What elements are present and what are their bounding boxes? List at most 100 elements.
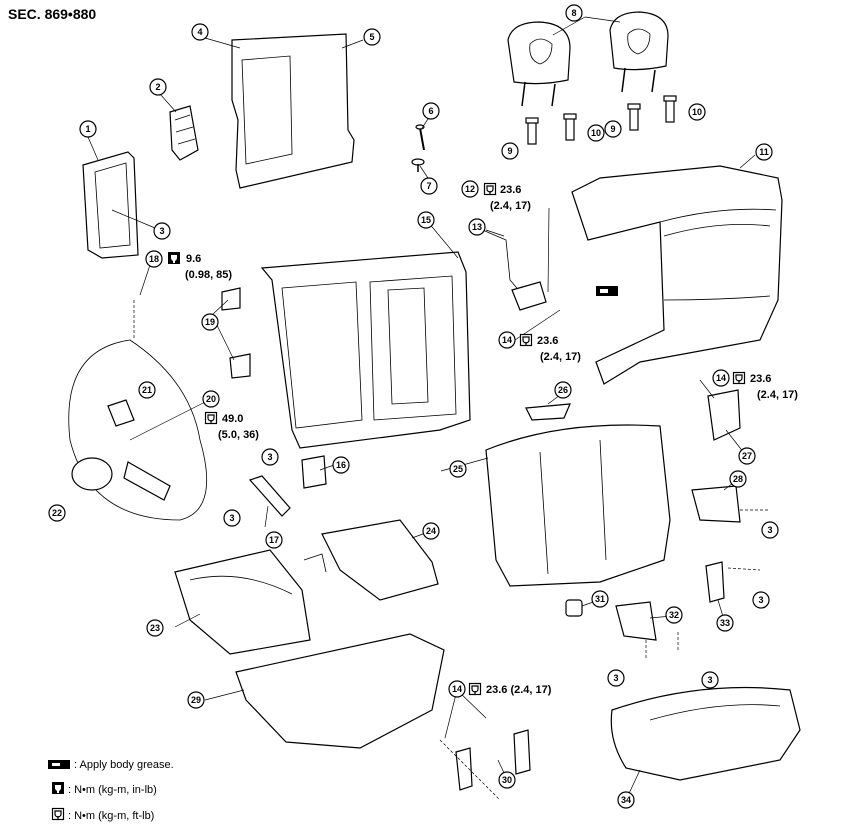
callout-31: 31 (591, 590, 609, 608)
svg-text:: Apply body grease.: : Apply body grease. (74, 759, 174, 771)
part-30-brackets (455, 729, 531, 791)
torque-spec-18: 9.6 (0.98, 85) (168, 252, 232, 281)
callout-21: 21 (138, 381, 156, 399)
svg-text:9: 9 (507, 146, 512, 156)
svg-text:20: 20 (206, 394, 216, 404)
callout-3: 3 (752, 591, 770, 609)
svg-text:3: 3 (707, 675, 712, 685)
svg-text:9: 9 (610, 124, 615, 134)
svg-text:3: 3 (758, 595, 763, 605)
svg-text:12: 12 (465, 184, 475, 194)
part-11-seatback-trim (571, 165, 783, 385)
legend: : Apply body grease. : N•m (kg-m, in-lb)… (48, 759, 174, 822)
torque-spec-14-upper: 23.6 (2.4, 17) (519, 333, 581, 363)
svg-text:11: 11 (759, 147, 769, 157)
part-1-side-finisher (82, 151, 139, 259)
callout-28: 28 (729, 470, 747, 488)
part-8-headrest-left (507, 21, 571, 107)
svg-text:24: 24 (426, 526, 436, 536)
svg-text:32: 32 (669, 610, 679, 620)
svg-text:23.6 (2.4, 17): 23.6 (2.4, 17) (486, 684, 552, 696)
part-27-hinge (707, 389, 741, 441)
callout-6: 6 (422, 102, 440, 120)
part-24-armrest (303, 519, 439, 601)
svg-text:25: 25 (453, 464, 463, 474)
torque-spec-12: 23.6 (2.4, 17) (483, 182, 531, 212)
callout-14: 14 (712, 369, 730, 387)
callout-5: 5 (363, 28, 381, 46)
callout-15: 15 (417, 211, 435, 229)
svg-text:5: 5 (369, 32, 374, 42)
svg-text:30: 30 (502, 775, 512, 785)
grease-icon (596, 286, 618, 296)
svg-text:27: 27 (742, 451, 752, 461)
part-7-clip (411, 158, 425, 172)
svg-text:23.6: 23.6 (500, 184, 521, 196)
svg-text:9.6: 9.6 (186, 253, 201, 265)
callout-3: 3 (261, 448, 279, 466)
part-25-seatback-cover (485, 424, 671, 587)
part-9-10-headrest-guides (525, 95, 677, 145)
callout-16: 16 (332, 456, 350, 474)
legend-torque-ft-lb: : N•m (kg-m, ft-lb) (51, 807, 154, 822)
callout-17: 17 (265, 531, 283, 549)
part-15-seatback-frame (260, 251, 471, 449)
callout-13: 13 (468, 218, 486, 236)
svg-text:19: 19 (205, 317, 215, 327)
callout-26: 26 (554, 381, 572, 399)
callout-30: 30 (498, 771, 516, 789)
callout-14: 14 (448, 680, 466, 698)
callout-9: 9 (604, 120, 622, 138)
torque-spec-14-lower: 23.6 (2.4, 17) (468, 682, 552, 696)
callout-32: 32 (665, 606, 683, 624)
part-19-brackets (221, 287, 251, 379)
svg-text:(2.4, 17): (2.4, 17) (757, 389, 798, 401)
svg-text:13: 13 (472, 222, 482, 232)
callout-29: 29 (187, 691, 205, 709)
callout-19: 19 (201, 313, 219, 331)
svg-text:4: 4 (197, 27, 202, 37)
legend-grease: : Apply body grease. (48, 759, 174, 771)
callout-3: 3 (153, 222, 171, 240)
svg-text:: N•m (kg-m, in-lb): : N•m (kg-m, in-lb) (68, 784, 157, 796)
callout-3: 3 (607, 669, 625, 687)
part-4-back-board (231, 33, 355, 189)
svg-text:22: 22 (52, 508, 62, 518)
torque-spec-14-right: 23.6 (2.4, 17) (732, 371, 798, 401)
svg-text:(5.0, 36): (5.0, 36) (218, 429, 259, 441)
callout-4: 4 (191, 23, 209, 41)
svg-text:10: 10 (692, 107, 702, 117)
part-22-seat-belt-assembly (68, 339, 208, 521)
leader-lines (87, 16, 770, 801)
callout-7: 7 (420, 177, 438, 195)
callout-3: 3 (701, 671, 719, 689)
callout-3: 3 (223, 509, 241, 527)
callout-27: 27 (738, 447, 756, 465)
torque-wrench-icon (52, 782, 64, 794)
part-8-headrest-right (609, 11, 669, 93)
part-34-cushion-cover (610, 686, 801, 781)
svg-text:21: 21 (142, 385, 152, 395)
callout-34: 34 (617, 791, 635, 809)
callout-24: 24 (422, 522, 440, 540)
callout-18: 18 (145, 250, 163, 268)
svg-text:34: 34 (621, 795, 631, 805)
svg-text:(2.4, 17): (2.4, 17) (490, 200, 531, 212)
callout-8: 8 (565, 4, 583, 22)
callout-20: 20 (202, 390, 220, 408)
callout-11: 11 (755, 143, 773, 161)
part-26-clip (525, 403, 571, 421)
callout-10: 10 (688, 103, 706, 121)
callout-23: 23 (146, 619, 164, 637)
part-32-bracket (615, 601, 657, 641)
svg-text:: N•m (kg-m, ft-lb): : N•m (kg-m, ft-lb) (68, 810, 154, 822)
torque-spec-20: 49.0 (5.0, 36) (204, 411, 259, 441)
callout-33: 33 (716, 614, 734, 632)
svg-text:17: 17 (269, 535, 279, 545)
svg-text:2: 2 (155, 82, 160, 92)
callout-9: 9 (501, 142, 519, 160)
svg-text:7: 7 (426, 181, 431, 191)
callout-3: 3 (761, 521, 779, 539)
part-2-cover (169, 105, 199, 161)
